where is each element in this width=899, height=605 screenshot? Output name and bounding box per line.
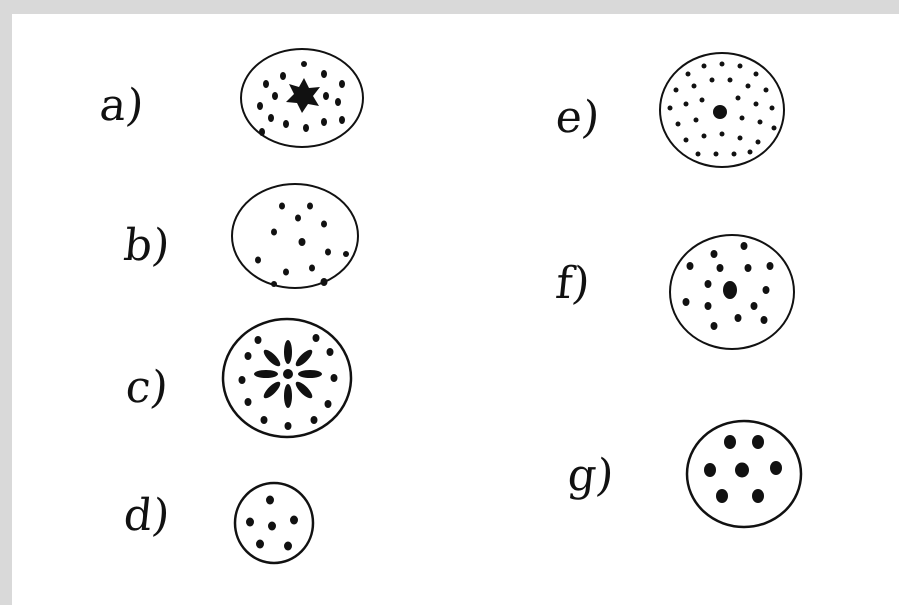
label-c: c) <box>124 366 170 410</box>
disk-g <box>684 418 804 530</box>
disk-e <box>658 50 786 170</box>
disk-f <box>668 232 796 352</box>
label-d: d) <box>122 494 172 538</box>
disk-c <box>220 316 354 440</box>
label-g: g) <box>566 454 616 498</box>
label-f: f) <box>554 262 592 306</box>
label-e: e) <box>554 96 602 140</box>
disk-a <box>238 46 368 151</box>
label-a: a) <box>98 84 146 128</box>
disk-b <box>228 180 362 292</box>
disk-d <box>232 480 316 566</box>
label-b: b) <box>122 224 172 268</box>
drawing-sheet: a) b) c) <box>12 14 899 605</box>
